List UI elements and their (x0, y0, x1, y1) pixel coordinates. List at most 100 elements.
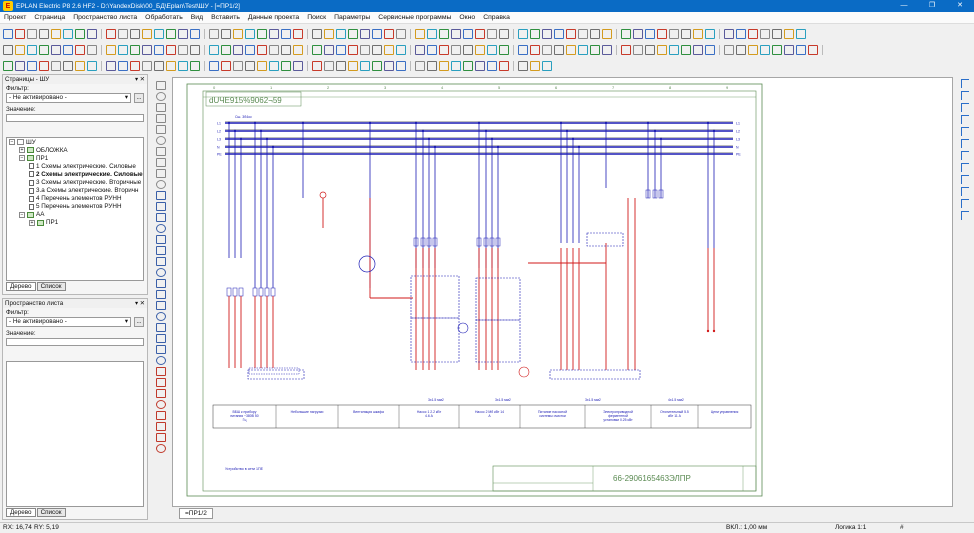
minimize-button[interactable]: — (900, 2, 908, 9)
toolbar-tool-icon[interactable] (590, 29, 600, 39)
panel-menu-close-icon[interactable]: ▾ ✕ (134, 76, 145, 83)
toolbar-tool-icon[interactable] (415, 61, 425, 71)
toolbar-tool-icon[interactable] (190, 61, 200, 71)
toolbar-tool-icon[interactable] (645, 45, 655, 55)
connection-symbol-icon[interactable] (961, 151, 969, 160)
graphics-tool-icon[interactable] (156, 433, 166, 442)
toolbar-tool-icon[interactable] (396, 29, 406, 39)
toolbar-tool-icon[interactable] (372, 29, 382, 39)
menu-utilities[interactable]: Сервисные программы (378, 14, 452, 21)
device-box[interactable] (410, 317, 460, 363)
menu-help[interactable]: Справка (483, 14, 510, 21)
toolbar-tool-icon[interactable] (130, 45, 140, 55)
toolbar-tool-icon[interactable] (257, 61, 267, 71)
graphics-tool-icon[interactable] (156, 312, 166, 321)
toolbar-tool-icon[interactable] (245, 45, 255, 55)
breaker-symbol[interactable] (483, 237, 489, 247)
toolbar-tool-icon[interactable] (281, 45, 291, 55)
toolbar-tool-icon[interactable] (245, 29, 255, 39)
toolbar-tool-icon[interactable] (142, 29, 152, 39)
space-tab-list[interactable]: Список (36, 508, 66, 517)
toolbar-tool-icon[interactable] (760, 45, 770, 55)
toolbar-tool-icon[interactable] (118, 29, 128, 39)
close-button[interactable]: ✕ (957, 2, 963, 9)
toolbar-tool-icon[interactable] (360, 29, 370, 39)
graphics-tool-icon[interactable] (156, 158, 166, 167)
sensor-symbol[interactable] (457, 322, 469, 334)
breaker-symbol[interactable] (258, 287, 264, 297)
toolbar-tool-icon[interactable] (487, 29, 497, 39)
graphics-tool-icon[interactable] (156, 257, 166, 266)
toolbar-tool-icon[interactable] (269, 61, 279, 71)
toolbar-tool-icon[interactable] (451, 45, 461, 55)
toolbar-tool-icon[interactable] (209, 61, 219, 71)
toolbar-tool-icon[interactable] (221, 29, 231, 39)
menu-view[interactable]: Вид (190, 14, 204, 21)
toolbar-tool-icon[interactable] (475, 29, 485, 39)
toolbar-tool-icon[interactable] (693, 45, 703, 55)
breaker-symbol[interactable] (495, 237, 501, 247)
toolbar-tool-icon[interactable] (178, 45, 188, 55)
breaker-symbol[interactable] (420, 237, 426, 247)
space-tab-tree[interactable]: Дерево (6, 508, 36, 517)
toolbar-tool-icon[interactable] (681, 29, 691, 39)
toolbar-tool-icon[interactable] (796, 29, 806, 39)
toolbar-tool-icon[interactable] (336, 29, 346, 39)
toolbar-tool-icon[interactable] (75, 45, 85, 55)
layout-space-tree[interactable] (6, 361, 144, 507)
toolbar-tool-icon[interactable] (736, 29, 746, 39)
graphics-tool-icon[interactable] (156, 345, 166, 354)
toolbar-tool-icon[interactable] (566, 45, 576, 55)
toolbar-tool-icon[interactable] (669, 45, 679, 55)
toolbar-tool-icon[interactable] (487, 61, 497, 71)
breaker-symbol[interactable] (238, 287, 244, 297)
toolbar-tool-icon[interactable] (209, 45, 219, 55)
toolbar-tool-icon[interactable] (166, 45, 176, 55)
toolbar-tool-icon[interactable] (293, 29, 303, 39)
connection-symbol-icon[interactable] (961, 127, 969, 136)
toolbar-tool-icon[interactable] (336, 45, 346, 55)
toolbar-tool-icon[interactable] (772, 45, 782, 55)
toolbar-tool-icon[interactable] (669, 29, 679, 39)
toolbar-tool-icon[interactable] (190, 29, 200, 39)
toolbar-tool-icon[interactable] (324, 29, 334, 39)
status-grid[interactable]: ВКЛ.: 1,00 мм (726, 524, 768, 531)
connection-symbol-icon[interactable] (961, 163, 969, 172)
toolbar-tool-icon[interactable] (324, 61, 334, 71)
connection-symbol-icon[interactable] (961, 139, 969, 148)
toolbar-tool-icon[interactable] (621, 29, 631, 39)
graphics-tool-icon[interactable] (156, 92, 166, 101)
toolbar-tool-icon[interactable] (499, 45, 509, 55)
toolbar-tool-icon[interactable] (705, 45, 715, 55)
graphics-tool-icon[interactable] (156, 422, 166, 431)
toolbar-tool-icon[interactable] (439, 29, 449, 39)
breaker-symbol[interactable] (658, 189, 664, 199)
graphics-tool-icon[interactable] (156, 136, 166, 145)
toolbar-tool-icon[interactable] (281, 29, 291, 39)
toolbar-tool-icon[interactable] (542, 45, 552, 55)
toolbar-tool-icon[interactable] (645, 29, 655, 39)
toolbar-tool-icon[interactable] (633, 45, 643, 55)
breaker-symbol[interactable] (232, 287, 238, 297)
toolbar-tool-icon[interactable] (657, 45, 667, 55)
connection-symbol-icon[interactable] (961, 103, 969, 112)
graphics-tool-icon[interactable] (156, 279, 166, 288)
toolbar-tool-icon[interactable] (475, 61, 485, 71)
connection-symbol-icon[interactable] (961, 175, 969, 184)
menu-layout-space[interactable]: Пространство листа (73, 14, 138, 21)
toolbar-tool-icon[interactable] (451, 29, 461, 39)
toolbar-tool-icon[interactable] (257, 29, 267, 39)
connection-symbol-icon[interactable] (961, 115, 969, 124)
toolbar-tool-icon[interactable] (542, 29, 552, 39)
toolbar-tool-icon[interactable] (269, 29, 279, 39)
toolbar-tool-icon[interactable] (51, 45, 61, 55)
toolbar-tool-icon[interactable] (518, 61, 528, 71)
graphics-tool-icon[interactable] (156, 290, 166, 299)
menu-options[interactable]: Параметры (334, 14, 371, 21)
toolbar-tool-icon[interactable] (154, 45, 164, 55)
toolbar-tool-icon[interactable] (293, 61, 303, 71)
toolbar-tool-icon[interactable] (221, 61, 231, 71)
toolbar-tool-icon[interactable] (118, 45, 128, 55)
breaker-symbol[interactable] (252, 287, 258, 297)
